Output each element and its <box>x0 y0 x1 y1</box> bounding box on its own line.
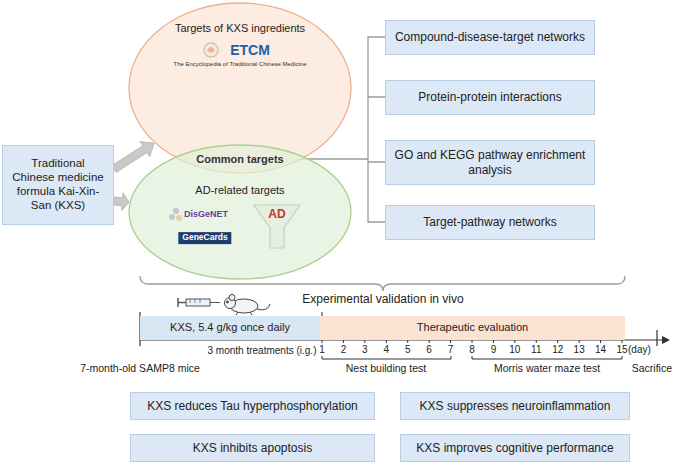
block-arrow <box>112 142 154 173</box>
day-number: 13 <box>574 344 585 356</box>
axis-unit: (day) <box>628 344 651 356</box>
timeline-axis <box>140 312 664 346</box>
day-number: 15 <box>616 344 627 356</box>
logo-text: DisGeNET <box>184 209 228 219</box>
day-number: 9 <box>491 344 497 356</box>
day-number: 5 <box>405 344 411 356</box>
day-number: 12 <box>552 344 563 356</box>
day-number: 11 <box>531 344 541 356</box>
bracket-line <box>368 37 385 222</box>
day-number: 4 <box>384 344 390 356</box>
result-box: KXS inhibits apoptosis <box>130 434 375 462</box>
logo-text: GeneCards <box>178 232 231 244</box>
node-title: KXS suppresses neuroinflammation <box>420 399 611 413</box>
analysis-box: Target-pathway networks <box>385 205 595 240</box>
axis-arrowhead <box>662 336 670 344</box>
result-box: KXS reduces Tau hyperphosphorylation <box>130 392 375 420</box>
day-number: 10 <box>509 344 520 356</box>
test-label: Morris water maze test <box>494 362 600 374</box>
day-number: 14 <box>595 344 606 356</box>
node-title: KXS improves cognitive performance <box>416 441 613 455</box>
node-title: Protein-protein interactions <box>418 90 561 104</box>
analysis-box: Compound-disease-target networks <box>385 20 595 55</box>
node-title: Targets of KXS ingredients <box>128 22 352 35</box>
node-title: Therapeutic evaluation <box>417 321 528 334</box>
timeline-label: 7-month-old SAMP8 mice <box>80 362 200 374</box>
analysis-box: GO and KEGG pathway enrichment analysis <box>385 140 595 185</box>
node-title: KXS, 5.4 g/kg once daily <box>170 321 290 334</box>
day-number: 1 <box>319 344 325 356</box>
test-label: Nest building test <box>346 362 427 374</box>
day-number: 6 <box>426 344 432 356</box>
block-arrow <box>114 193 129 211</box>
result-box: KXS suppresses neuroinflammation <box>400 392 630 420</box>
node-title: Traditional Chinese medicine formula Kai… <box>9 157 107 212</box>
evaluation-band: Therapeutic evaluation <box>320 316 625 340</box>
brace <box>140 276 625 291</box>
node-title: Compound-disease-target networks <box>395 30 585 44</box>
section-label: Experimental validation in vivo <box>300 293 465 307</box>
logo-text: AD <box>268 208 285 222</box>
day-number: 3 <box>362 344 368 356</box>
test-bracket <box>322 356 622 359</box>
logo-tagline: The Encyclopedia of Traditional Chinese … <box>173 61 306 68</box>
logo-text: ETCM <box>230 42 270 58</box>
node-title: KXS reduces Tau hyperphosphorylation <box>147 399 358 413</box>
node-title: GO and KEGG pathway enrichment analysis <box>392 148 588 177</box>
overlap-label: Common targets <box>196 153 283 166</box>
ellipse-shape <box>129 145 351 279</box>
result-box: KXS improves cognitive performance <box>400 434 630 462</box>
day-number: 7 <box>448 344 454 356</box>
formula-box: Traditional Chinese medicine formula Kai… <box>2 145 114 225</box>
treatment-band: KXS, 5.4 g/kg once daily <box>140 316 320 340</box>
syringe <box>178 298 220 307</box>
day-number: 8 <box>469 344 475 356</box>
timeline-label: 3 month treatments (i.g.) <box>208 345 317 357</box>
timeline-label: Sacrifice <box>632 362 672 374</box>
mouse <box>225 295 271 316</box>
day-number: 2 <box>341 344 347 356</box>
node-title: AD-related targets <box>128 184 352 197</box>
node-title: KXS inhibits apoptosis <box>193 441 312 455</box>
node-title: Target-pathway networks <box>423 215 556 229</box>
analysis-box: Protein-protein interactions <box>385 80 595 115</box>
